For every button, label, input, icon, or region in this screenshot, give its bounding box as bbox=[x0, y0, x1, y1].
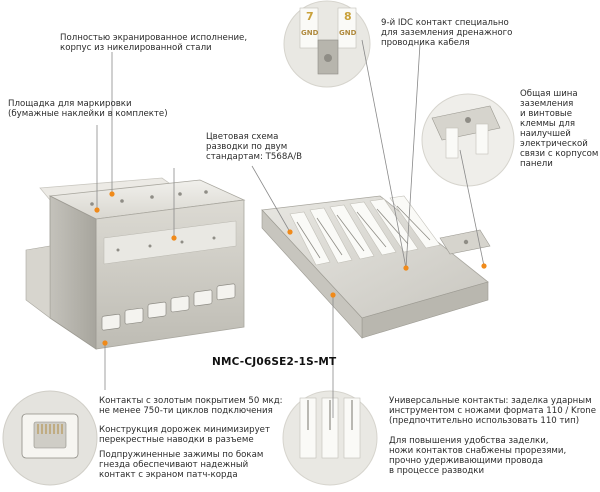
dot-idc-ninth bbox=[403, 265, 409, 271]
zoom-jack bbox=[2, 390, 98, 486]
module-right-label: GND bbox=[339, 29, 357, 37]
dot-color-scheme bbox=[287, 229, 293, 235]
callout-shielded-body: Полностью экранированное исполнение, кор… bbox=[60, 33, 248, 53]
zoom-idc-knives bbox=[282, 390, 378, 486]
callout-marking-area: Площадка для маркировки (бумажные наклей… bbox=[8, 99, 168, 119]
callout-idc-ninth: 9-й IDC контакт специально для заземлени… bbox=[381, 18, 513, 48]
zoom-ground-bus bbox=[421, 93, 515, 187]
leader-lines bbox=[96, 39, 485, 418]
dot-marking-strip bbox=[171, 235, 177, 241]
dot-idc-contacts bbox=[330, 292, 336, 298]
model-name: NMC-CJ06SE2-1S-MT bbox=[212, 356, 337, 368]
callout-universal-contacts: Универсальные контакты: заделка ударным … bbox=[389, 396, 597, 426]
module-left-label: GND bbox=[301, 29, 319, 37]
callout-slotted-knives: Для повышения удобства заделки, ножи кон… bbox=[389, 436, 567, 476]
dot-jack bbox=[102, 340, 108, 346]
callout-side-clamps: Подпружиненные зажимы по бокам гнезда об… bbox=[99, 450, 264, 480]
leader-idc-ninth bbox=[361, 39, 407, 269]
front-module-body bbox=[25, 177, 246, 350]
leader-color-scheme bbox=[251, 165, 291, 233]
module-left-number: 7 bbox=[306, 10, 314, 23]
leader-idc-ninth-2 bbox=[405, 43, 421, 269]
dot-shielded-body bbox=[109, 191, 115, 197]
rear-module-body bbox=[261, 195, 491, 339]
leader-ground-bus bbox=[459, 149, 485, 267]
callout-gold-contacts: Контакты с золотым покрытием 50 мкд: не … bbox=[99, 396, 283, 416]
callout-ground-bus: Общая шина заземления и винтовые клеммы … bbox=[520, 89, 599, 169]
accent-dots bbox=[94, 191, 487, 346]
zoom-idc-gnd bbox=[283, 0, 371, 88]
dot-ground-bus bbox=[481, 263, 487, 269]
dot-marking-area bbox=[94, 207, 100, 213]
module-right-number: 8 bbox=[344, 10, 352, 23]
callout-track-design: Конструкция дорожек минимизирует перекре… bbox=[99, 425, 270, 445]
callout-color-scheme: Цветовая схема разводки по двум стандарт… bbox=[206, 132, 302, 162]
